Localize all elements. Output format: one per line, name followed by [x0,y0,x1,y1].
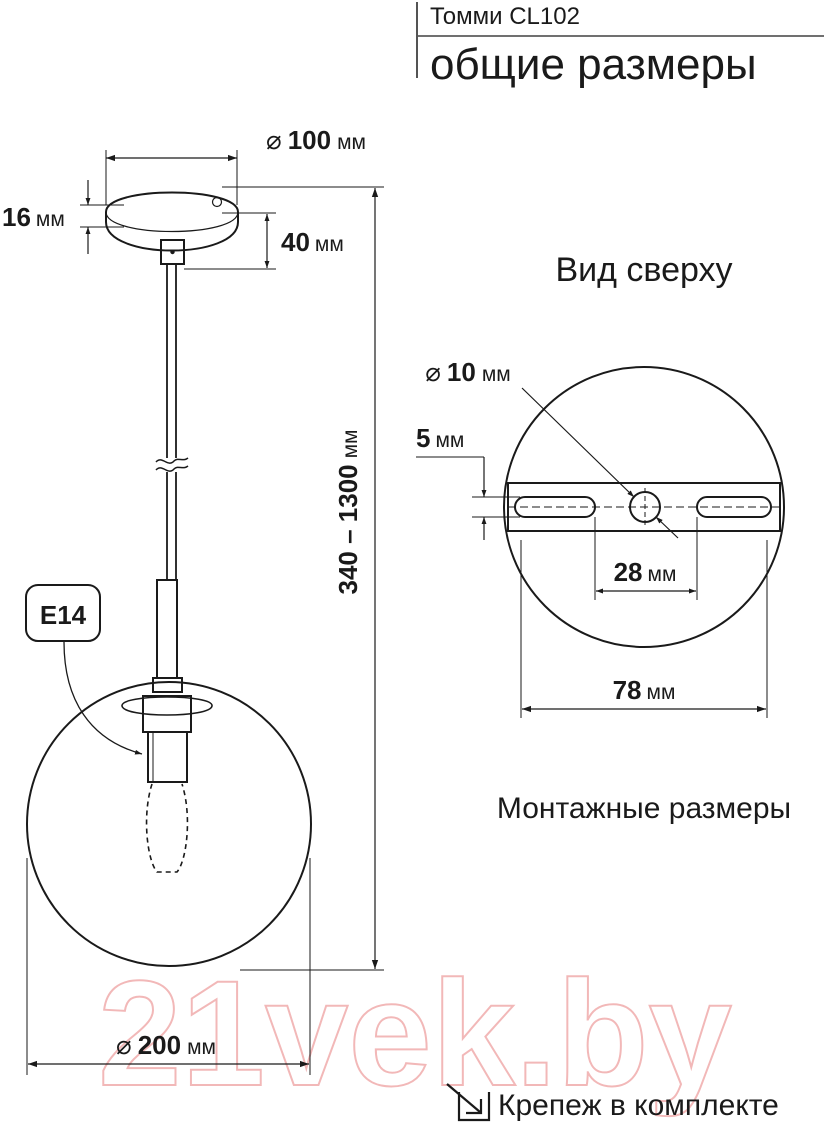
mounting-slot-right [696,496,772,518]
glass-shade [26,681,312,967]
stem-collar [152,677,183,693]
canopy-top-circle [503,366,785,648]
total-length-label: 340 – 1300мм [333,429,363,594]
model-title: Томми CL102 [430,3,580,30]
break-mark-bottom [155,465,189,472]
canopy [105,191,239,252]
hole-leader-bottom [655,516,679,539]
mounting-plate-top-view [503,366,785,648]
break-mark-top [155,457,189,464]
socket-body [147,731,188,783]
cord-clamp [160,239,185,265]
page-subtitle: общие размеры [430,40,757,89]
mounting-dimensions-title: Монтажные размеры [497,792,791,825]
socket-callout-leader [63,641,143,755]
arrow-in-box-icon [446,1083,491,1122]
top-view-title: Вид сверху [555,251,732,289]
socket-callout-box [25,584,101,642]
watermark: 21vek.by [98,949,732,1117]
canopy-rim [105,211,239,233]
lamp-side-view: E14 [25,191,312,967]
shade-ring [121,696,213,716]
stem-tube [156,579,178,679]
canopy-screw-icon [211,196,223,208]
fasteners-included-label: Крепеж в комплекте [498,1089,779,1122]
clamp-screw-icon [170,249,175,255]
bulb-outline [145,783,189,873]
hole-leader-top [521,387,635,498]
socket-type-label: E14 [40,600,87,630]
mounting-slot-left [514,496,596,518]
header: Томми CL102 общие размеры [416,2,824,89]
footer: Крепеж в комплекте [446,1083,779,1122]
